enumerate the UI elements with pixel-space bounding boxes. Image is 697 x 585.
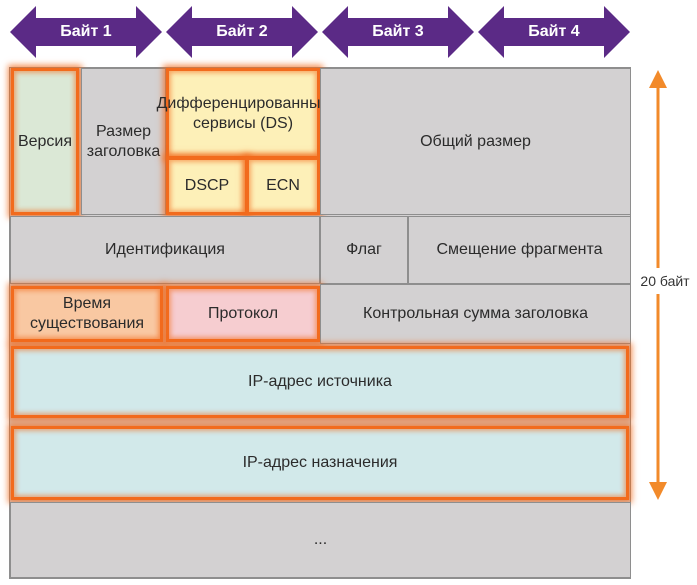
field-destination-ip: IP-адрес назначения xyxy=(11,426,629,500)
field-flag: Флаг xyxy=(320,216,408,284)
byte-1-arrow: Байт 1 xyxy=(10,4,162,60)
field-fragment-offset: Смещение фрагмента xyxy=(408,216,631,284)
field-time-to-live: Время существования xyxy=(11,286,163,342)
double-arrow-icon xyxy=(478,6,630,58)
byte-3-label: Байт 3 xyxy=(372,23,424,40)
field-options: ... xyxy=(10,502,631,578)
field-ecn: ECN xyxy=(246,157,320,215)
field-header-length: Размер заголовка xyxy=(81,68,166,215)
field-protocol: Протокол xyxy=(166,286,320,342)
double-arrow-icon xyxy=(322,6,474,58)
field-header-checksum: Контрольная сумма заголовка xyxy=(320,284,631,344)
field-source-ip: IP-адрес источника xyxy=(11,346,629,418)
double-arrow-icon xyxy=(10,6,162,58)
double-arrow-icon xyxy=(166,6,318,58)
byte-3-arrow: Байт 3 xyxy=(322,4,474,60)
field-differentiated-services: Дифференцированные сервисы (DS) xyxy=(157,68,329,159)
field-dscp: DSCP xyxy=(166,157,248,215)
byte-2-label: Байт 2 xyxy=(216,23,268,40)
field-version: Версия xyxy=(11,68,79,215)
byte-4-arrow: Байт 4 xyxy=(478,4,630,60)
header-size-label: 20 байт xyxy=(633,268,697,294)
byte-1-label: Байт 1 xyxy=(60,23,112,40)
field-identification: Идентификация xyxy=(10,216,320,284)
byte-2-arrow: Байт 2 xyxy=(166,4,318,60)
byte-4-label: Байт 4 xyxy=(528,23,580,40)
field-total-length: Общий размер xyxy=(320,68,631,215)
